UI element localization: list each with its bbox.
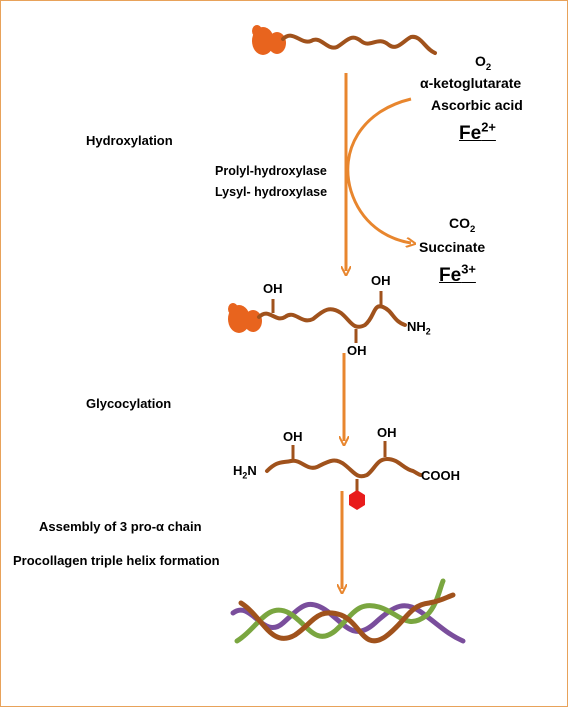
ribosome-middle [228, 303, 262, 333]
h2n-label: H2N [233, 463, 257, 481]
product-iron-3plus: Fe3+ [439, 261, 476, 286]
step-glycosylation: Glycocylation [86, 396, 172, 411]
cooh-label: COOH [421, 468, 460, 483]
cofactor-ascorbic-acid: Ascorbic acid [431, 97, 523, 113]
cofactor-ketoglutarate: α-ketoglutarate [420, 75, 522, 91]
oh-label-5: OH [377, 425, 397, 440]
cofactor-iron-2plus: Fe2+ [459, 119, 496, 144]
oh-label-2: OH [371, 273, 391, 288]
step-triple-helix: Procollagen triple helix formation [13, 553, 220, 568]
oh-label-4: OH [283, 429, 303, 444]
enzyme-prolyl-hydroxylase: Prolyl-hydroxylase [215, 164, 327, 178]
product-co2: CO2 [449, 215, 476, 235]
ribosome-top [252, 25, 286, 55]
cofactor-curved-arrow [346, 97, 411, 243]
hydroxylated-chain [257, 304, 407, 329]
oh-label-1: OH [263, 281, 283, 296]
cofactor-oxygen: O2 [475, 53, 492, 73]
step-assembly: Assembly of 3 pro-α chain [39, 519, 202, 534]
triple-helix [230, 578, 466, 644]
helix-strand-brown [238, 592, 456, 644]
sugar-hexagon [349, 490, 365, 510]
oh-label-3: OH [347, 343, 367, 358]
enzyme-lysyl-hydroxylase: Lysyl- hydroxylase [215, 185, 328, 199]
glycosylated-chain [265, 456, 423, 479]
step-hydroxylation: Hydroxylation [86, 133, 173, 148]
polypeptide-chain-top [281, 33, 437, 55]
helix-strand-green [234, 578, 446, 644]
nh2-label: NH2 [407, 319, 431, 337]
product-succinate: Succinate [419, 239, 486, 255]
